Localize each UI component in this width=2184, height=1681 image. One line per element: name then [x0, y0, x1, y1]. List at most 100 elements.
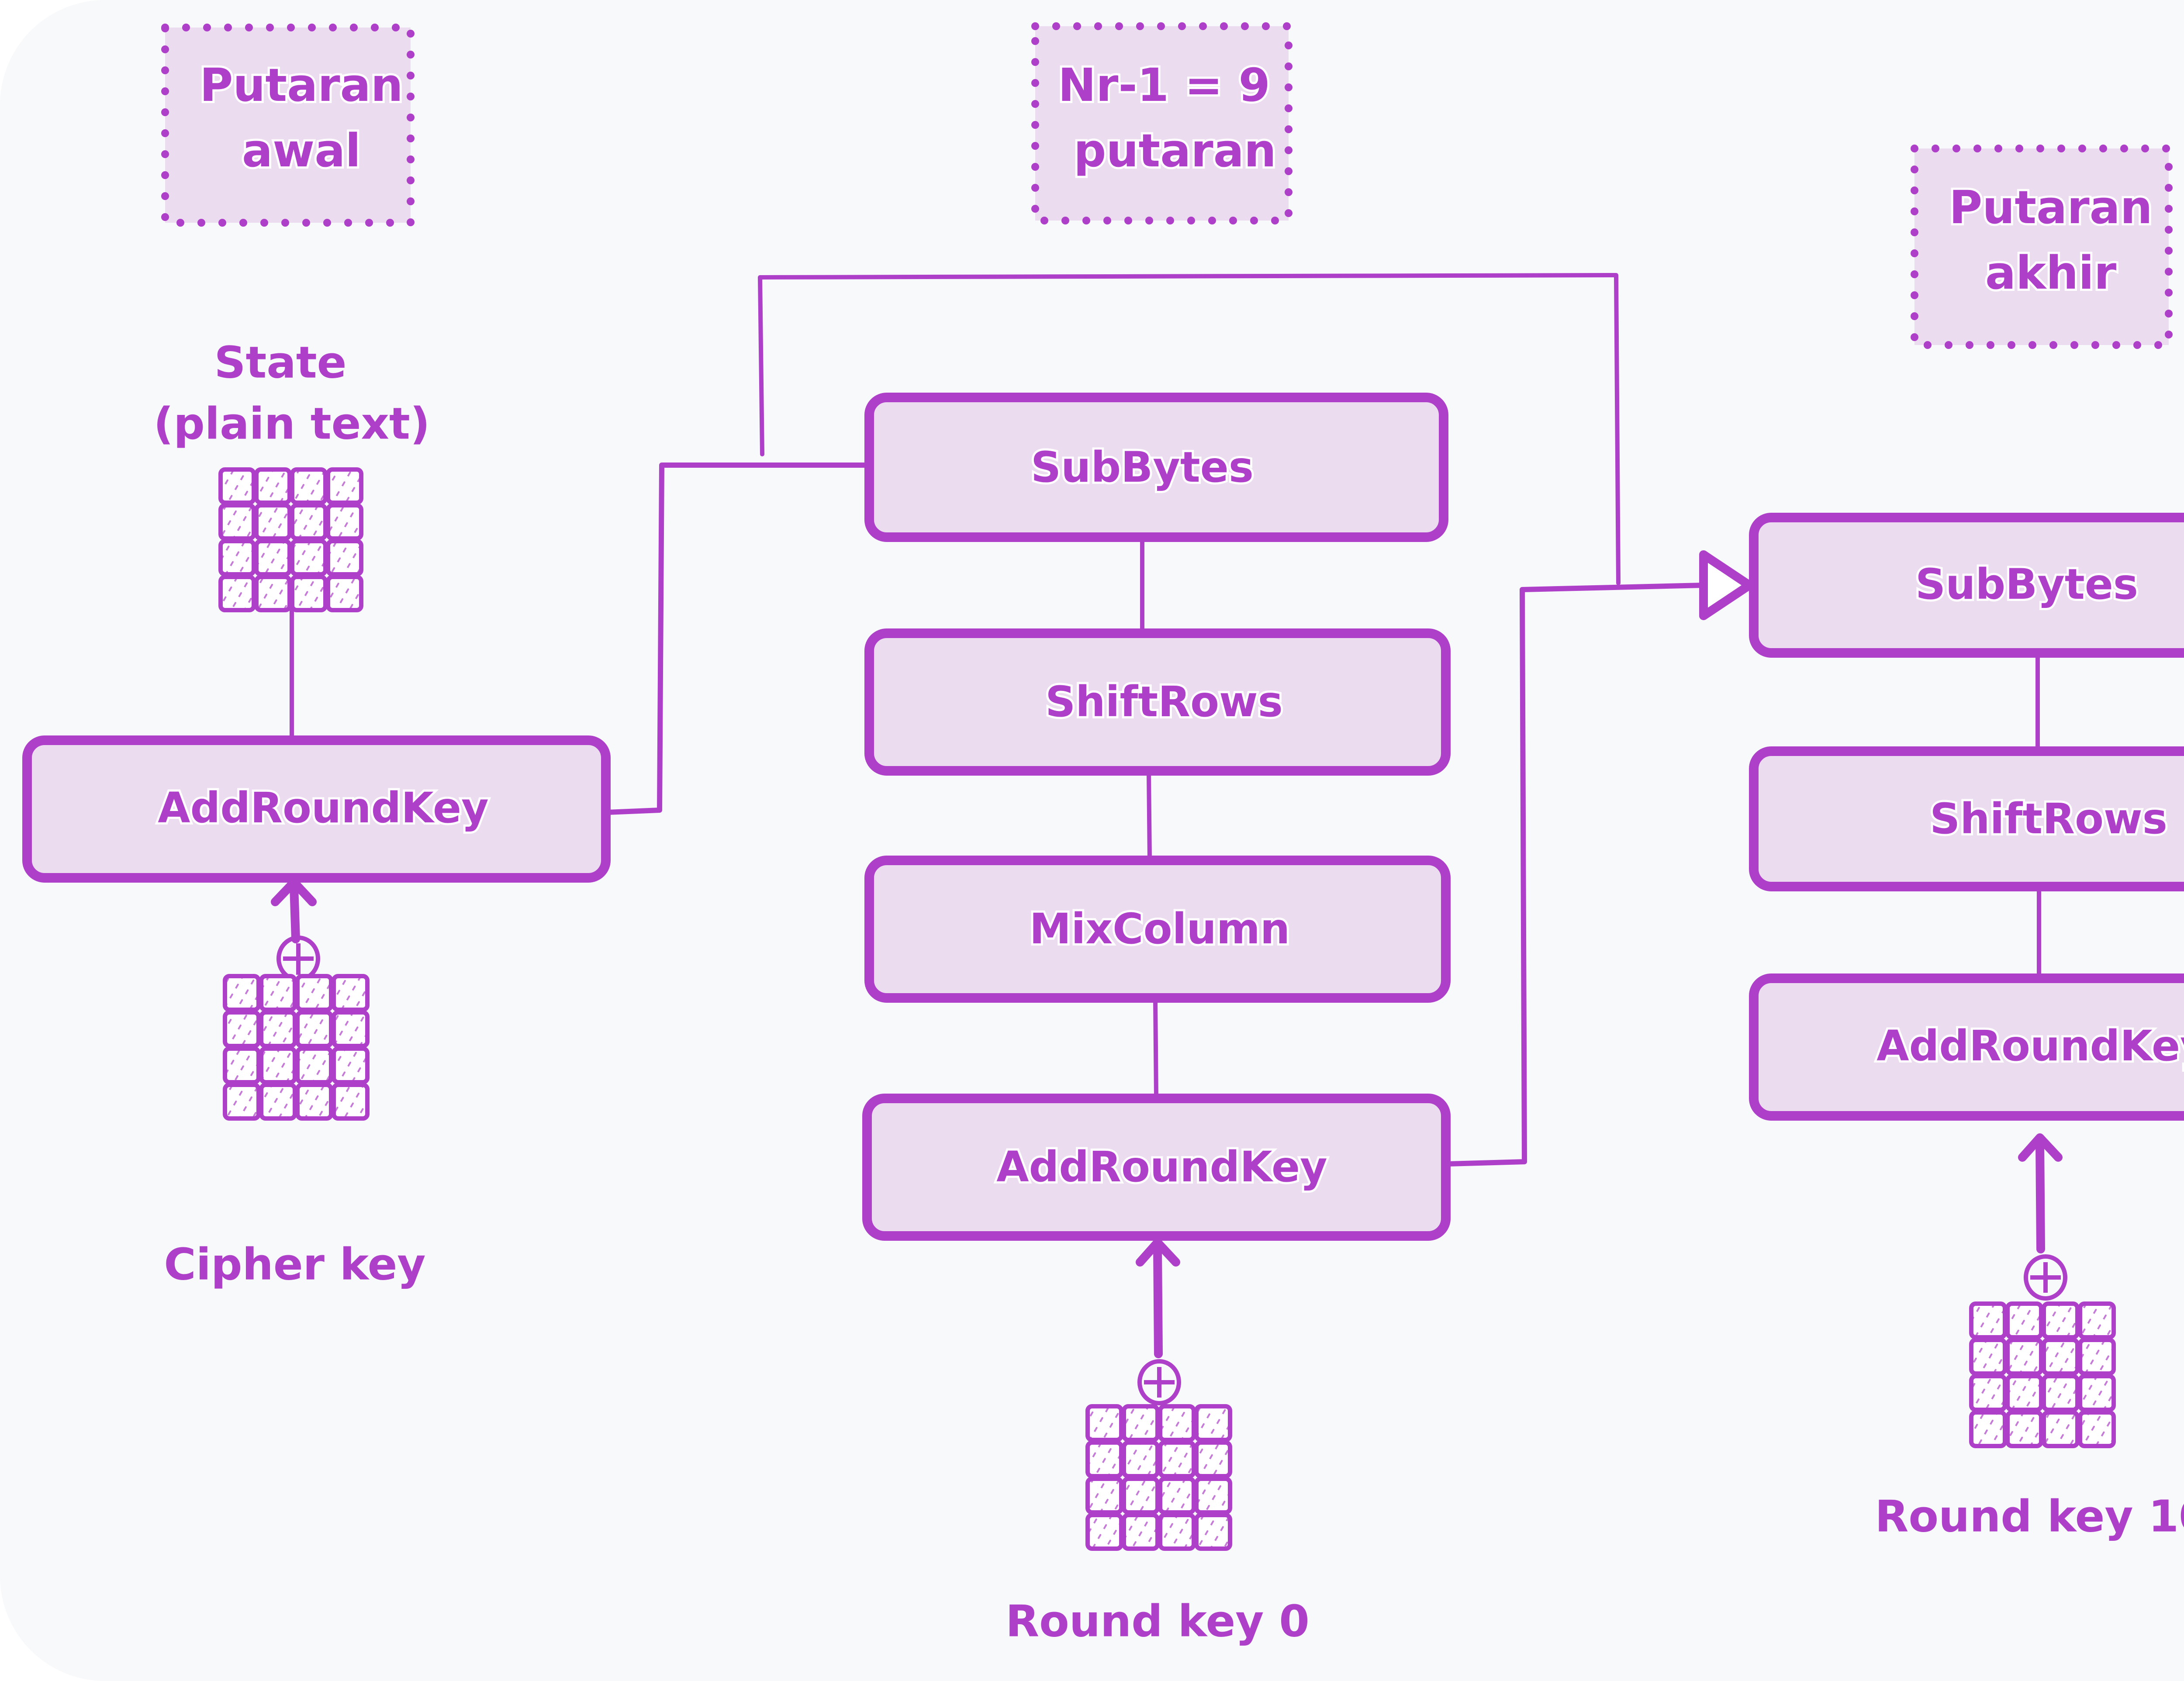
box-final-subbytes: SubBytes — [1749, 513, 2184, 658]
matrix-cell — [1194, 1404, 1232, 1442]
matrix-cell — [223, 1010, 261, 1048]
matrix-cell — [218, 539, 256, 576]
matrix-cell — [1158, 1513, 1196, 1551]
matrix-cell — [2005, 1374, 2043, 1412]
matrix-cell — [1122, 1404, 1160, 1442]
plaintext-state-label-line1: State — [214, 337, 347, 388]
arrow-up-icon — [1136, 1238, 1180, 1358]
matrix-cell — [290, 539, 328, 576]
matrix-cell — [254, 539, 292, 576]
box-main-mixcolumn: MixColumn — [864, 856, 1451, 1003]
matrix-cell — [295, 1083, 333, 1121]
matrix-cell — [2078, 1338, 2116, 1376]
matrix-cell — [1085, 1477, 1123, 1515]
matrix-cell — [2042, 1410, 2080, 1448]
matrix-cell — [332, 1046, 370, 1084]
matrix-cell — [2078, 1301, 2116, 1339]
matrix-cell — [1122, 1440, 1160, 1478]
matrix-cell — [223, 1083, 261, 1121]
matrix-cell — [2042, 1374, 2080, 1412]
matrix-cell — [1194, 1513, 1232, 1551]
matrix-cell — [2005, 1338, 2043, 1376]
connectors — [290, 273, 2041, 1167]
matrix-cell — [254, 467, 292, 505]
matrix-cell — [290, 503, 328, 541]
main-shiftrows-label: ShiftRows — [1045, 677, 1283, 726]
matrix-cell — [218, 467, 256, 505]
arrow-up-icon — [271, 878, 317, 943]
matrix-cell — [332, 1010, 370, 1048]
note-initial-line2: awal — [242, 124, 361, 177]
matrix-cell — [326, 467, 363, 505]
matrix-plaintext-state — [218, 467, 363, 612]
matrix-cell — [332, 974, 370, 1012]
matrix-cell — [290, 575, 328, 612]
matrix-cell — [1969, 1301, 2007, 1339]
box-main-subbytes: SubBytes — [864, 393, 1448, 542]
matrix-cell — [1122, 1477, 1160, 1515]
matrix-cell — [2042, 1301, 2080, 1339]
plaintext-state-label-line2: (plain text) — [154, 398, 430, 449]
matrix-cell — [223, 974, 261, 1012]
matrix-cell — [2078, 1374, 2116, 1412]
note-initial-line1: Putaran — [200, 59, 403, 112]
matrix-cell — [1194, 1477, 1232, 1515]
arrow-up-icon — [2018, 1133, 2063, 1253]
connector-initial-to-subbytes — [605, 463, 867, 815]
matrix-cell — [295, 1046, 333, 1084]
box-main-shiftrows: ShiftRows — [864, 628, 1451, 776]
connector-loop-top — [758, 273, 1621, 585]
matrix-cell — [254, 503, 292, 541]
box-initial-addroundkey: AddRoundKey — [22, 735, 611, 883]
note-main-rounds: Nr-1 = 9 putaran — [1031, 22, 1292, 224]
matrix-cell — [1085, 1440, 1123, 1478]
box-final-shiftrows: ShiftRows — [1749, 746, 2184, 891]
matrix-cell — [2042, 1338, 2080, 1376]
matrix-cell — [1158, 1404, 1196, 1442]
matrix-cell — [1969, 1338, 2007, 1376]
connector-mixcolumn-addroundkey — [1153, 998, 1158, 1098]
note-final-line1: Putaran — [1949, 181, 2153, 234]
connector-shiftrows-mixcolumn — [1147, 771, 1152, 860]
xor-icon — [276, 935, 320, 982]
note-main-line2: putaran — [1074, 124, 1276, 177]
note-final-round: Putaran akhir — [1911, 145, 2173, 349]
matrix-cipher-key — [223, 974, 370, 1121]
matrix-cell — [223, 1046, 261, 1084]
matrix-cell — [218, 503, 256, 541]
matrix-cell — [326, 503, 363, 541]
final-subbytes-label: SubBytes — [1915, 560, 2138, 609]
note-initial-round: Putaran awal — [161, 24, 415, 227]
matrix-cell — [290, 467, 328, 505]
matrix-cell — [1969, 1374, 2007, 1412]
xor-symbols — [276, 935, 2067, 1405]
xor-icon — [2024, 1254, 2067, 1301]
matrix-round-key-0 — [1085, 1404, 1232, 1551]
matrix-cell — [2078, 1410, 2116, 1448]
matrix-cell — [332, 1083, 370, 1121]
matrix-cell — [1085, 1513, 1123, 1551]
matrix-cell — [326, 539, 363, 576]
box-final-addroundkey: AddRoundKey — [1749, 973, 2184, 1121]
matrix-cell — [295, 974, 333, 1012]
arrowhead-icon — [1699, 550, 1754, 620]
box-main-addroundkey: AddRoundKey — [862, 1094, 1451, 1241]
main-subbytes-label: SubBytes — [1031, 443, 1254, 492]
note-main-line1: Nr-1 = 9 — [1058, 59, 1270, 112]
matrix-cell — [1085, 1404, 1123, 1442]
main-mixcolumn-label: MixColumn — [1030, 904, 1290, 953]
connector-rounds-to-final — [1445, 583, 1706, 1167]
main-addroundkey-label: AddRoundKey — [996, 1143, 1327, 1191]
cipher-key-label: Cipher key — [164, 1239, 425, 1290]
final-shiftrows-label: ShiftRows — [1930, 794, 2167, 843]
matrix-cell — [1158, 1440, 1196, 1478]
matrix-cell — [254, 575, 292, 612]
matrix-cell — [259, 1010, 297, 1048]
matrix-cell — [326, 575, 363, 612]
matrix-cell — [2005, 1410, 2043, 1448]
matrix-cell — [1969, 1410, 2007, 1448]
matrix-cell — [218, 575, 256, 612]
matrix-cell — [259, 974, 297, 1012]
matrix-cell — [1158, 1477, 1196, 1515]
